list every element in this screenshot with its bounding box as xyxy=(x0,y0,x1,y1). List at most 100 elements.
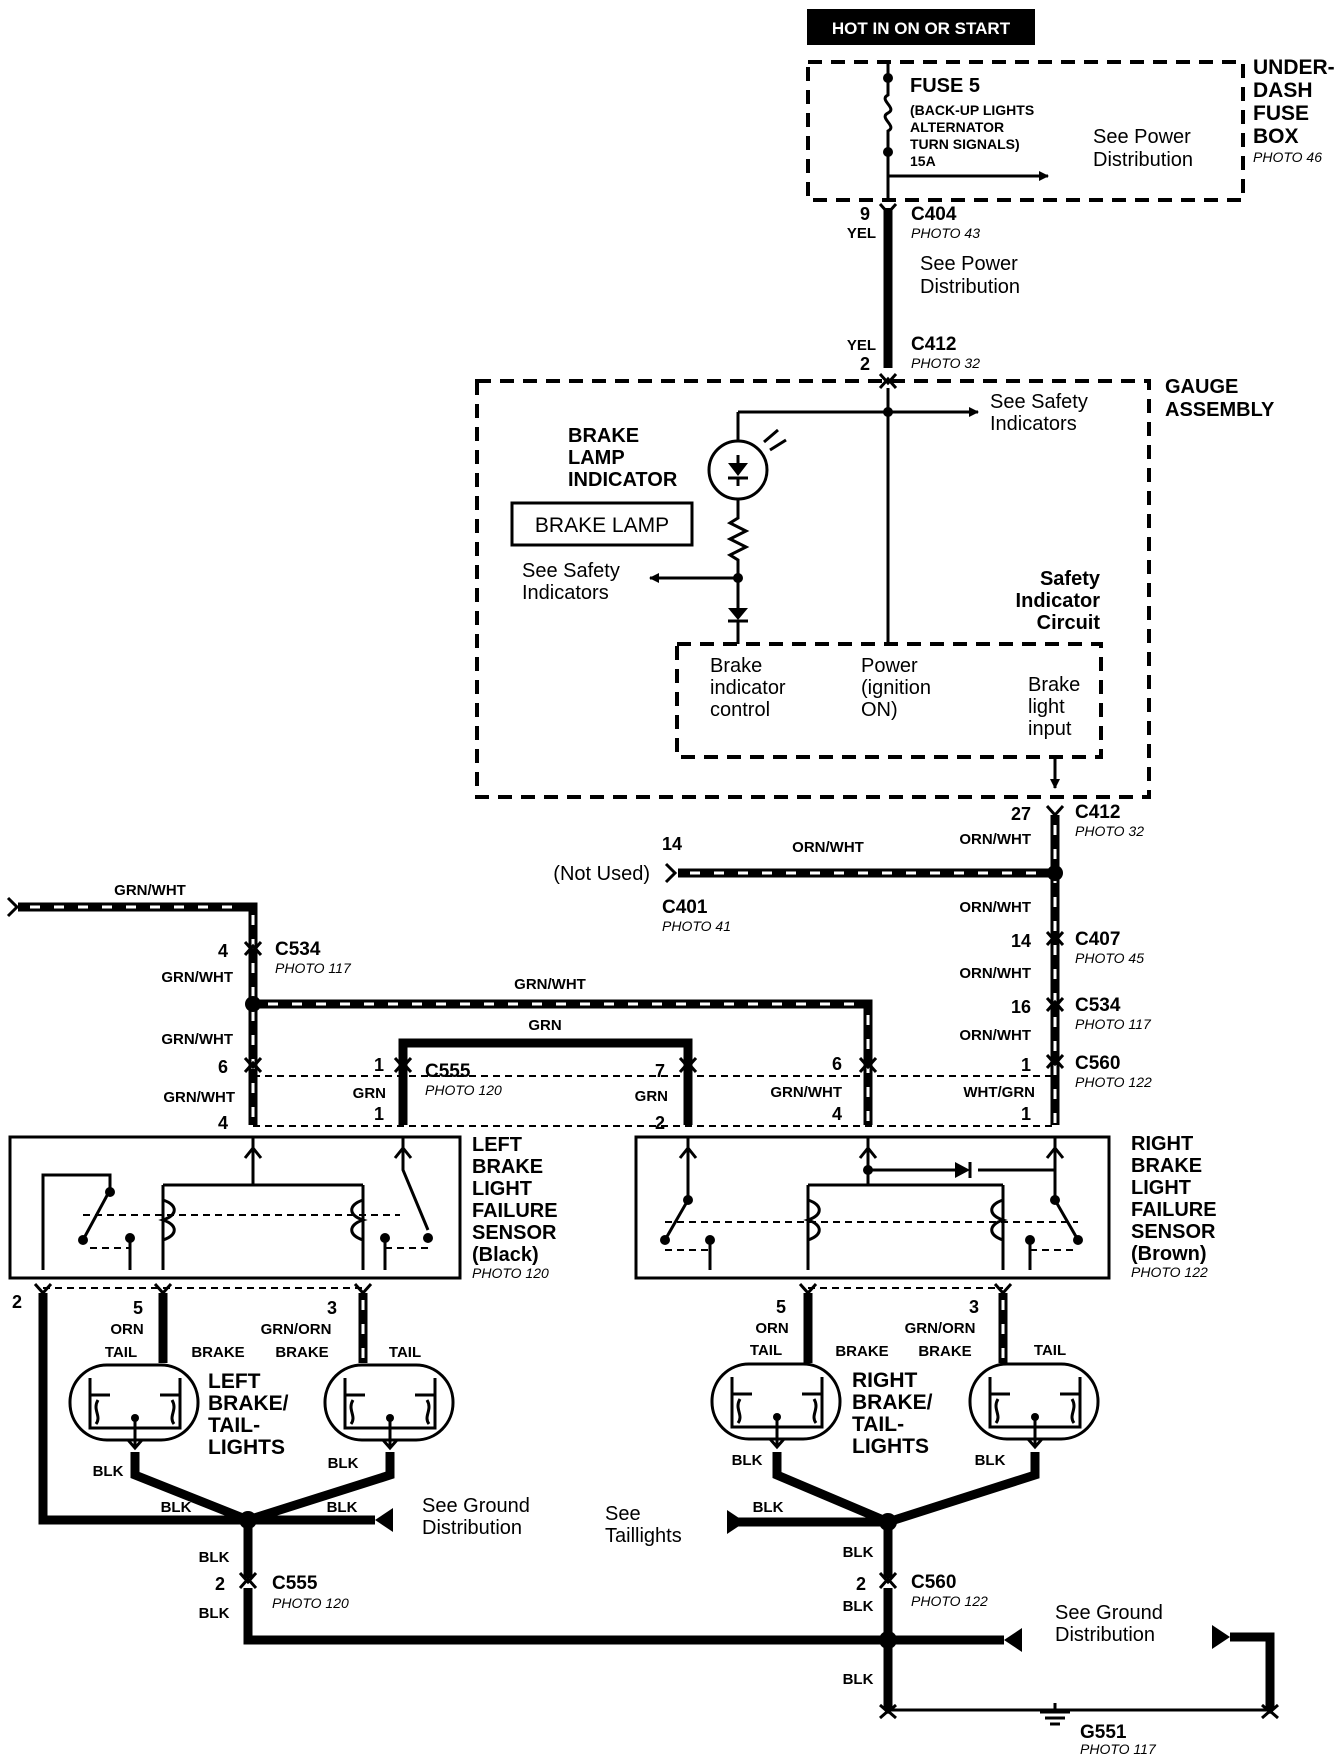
c401-photo: PHOTO 41 xyxy=(662,918,731,934)
c412-top-name: C412 xyxy=(911,334,956,355)
svg-text:See Safety: See Safety xyxy=(522,560,620,582)
c555-pin-1-top: 1 xyxy=(374,1055,384,1075)
right-orn-wire: ORN xyxy=(755,1320,788,1337)
svg-text:indicator: indicator xyxy=(710,677,786,699)
svg-text:Indicators: Indicators xyxy=(990,413,1077,435)
svg-text:See Ground: See Ground xyxy=(422,1495,530,1517)
left-pin-3: 3 xyxy=(327,1298,337,1318)
right-lamp-2-blk: BLK xyxy=(975,1452,1006,1469)
light-rays-icon xyxy=(763,428,787,452)
left-blk-wire-3: BLK xyxy=(199,1549,230,1566)
svg-text:TURN SIGNALS): TURN SIGNALS) xyxy=(910,136,1020,152)
crossover-grn-wht-wire: GRN/WHT xyxy=(514,976,586,993)
svg-text:ON): ON) xyxy=(861,699,898,721)
svg-text:LIGHT: LIGHT xyxy=(1131,1177,1191,1199)
left-pin-6: 6 xyxy=(218,1057,228,1077)
svg-text:LIGHTS: LIGHTS xyxy=(208,1436,285,1459)
left-grn-orn-wire: GRN/ORN xyxy=(261,1321,332,1338)
c555-name: C555 xyxy=(425,1061,471,1082)
right-pin-2: 2 xyxy=(655,1113,665,1133)
svg-text:Brake: Brake xyxy=(1028,674,1080,696)
svg-text:FUSE: FUSE xyxy=(1253,102,1309,125)
fuse-5-description: (BACK-UP LIGHTS ALTERNATOR TURN SIGNALS)… xyxy=(910,102,1034,169)
fuse-box-title: UNDER- DASH FUSE BOX xyxy=(1253,56,1335,148)
svg-text:Distribution: Distribution xyxy=(1093,149,1193,171)
right-brake-taillights-label: RIGHT BRAKE/ TAIL- LIGHTS xyxy=(852,1369,933,1458)
brake-lamp-label-box xyxy=(510,501,694,547)
c534-left-wire: GRN/WHT xyxy=(161,969,233,986)
c560-name: C560 xyxy=(1075,1053,1120,1074)
svg-text:RIGHT: RIGHT xyxy=(1131,1133,1193,1155)
svg-text:BRAKE/: BRAKE/ xyxy=(208,1392,289,1415)
svg-text:Taillights: Taillights xyxy=(605,1525,682,1547)
right-taillight-blk: BLK xyxy=(753,1499,784,1516)
svg-text:light: light xyxy=(1028,696,1065,718)
c555-photo: PHOTO 120 xyxy=(425,1082,502,1098)
svg-text:DASH: DASH xyxy=(1253,79,1313,102)
c412-bottom-wire: ORN/WHT xyxy=(959,831,1031,848)
left-pin-4: 4 xyxy=(218,1113,228,1133)
svg-text:SENSOR: SENSOR xyxy=(1131,1221,1216,1243)
fuse-5-icon xyxy=(883,62,893,200)
safety-indicator-circuit-title: Safety Indicator Circuit xyxy=(1016,568,1101,634)
svg-text:See: See xyxy=(605,1503,641,1525)
brake-lamp-label: BRAKE LAMP xyxy=(535,514,669,537)
c534-right-photo: PHOTO 117 xyxy=(1075,1016,1152,1032)
right-blk-wire: BLK xyxy=(843,1544,874,1561)
right-grn-wht-wire: GRN/WHT xyxy=(770,1084,842,1101)
c401-pin: 14 xyxy=(662,834,682,854)
svg-text:input: input xyxy=(1028,718,1072,740)
svg-text:BRAKE/: BRAKE/ xyxy=(852,1391,933,1414)
left-lamp-1-blk: BLK xyxy=(93,1463,124,1480)
c412-bottom-pin: 27 xyxy=(1011,804,1031,824)
c555-bottom-photo: PHOTO 120 xyxy=(272,1595,349,1611)
c560-bottom-blk: BLK xyxy=(843,1598,874,1615)
left-junction-wire: GRN/WHT xyxy=(161,1031,233,1048)
g551-photo: PHOTO 117 xyxy=(1080,1741,1157,1756)
right-pin-6: 6 xyxy=(832,1054,842,1074)
svg-text:(ignition: (ignition xyxy=(861,677,931,699)
power-ignition-label: Power (ignition ON) xyxy=(861,655,931,721)
right-brake-label-2: BRAKE xyxy=(918,1343,971,1360)
svg-text:TAIL-: TAIL- xyxy=(852,1413,904,1436)
c534-left-pin: 4 xyxy=(218,941,228,961)
see-power-distribution-mid: See Power Distribution xyxy=(920,253,1020,298)
svg-text:INDICATOR: INDICATOR xyxy=(568,469,678,491)
gauge-assembly-box xyxy=(475,379,1151,799)
c407-pin: 14 xyxy=(1011,931,1031,951)
left-lamp-2-icon xyxy=(323,1363,455,1451)
svg-text:LIGHT: LIGHT xyxy=(472,1178,532,1200)
svg-text:See Safety: See Safety xyxy=(990,391,1088,413)
c404-name: C404 xyxy=(911,204,957,225)
see-safety-indicators-right: See Safety Indicators xyxy=(990,391,1088,435)
svg-text:GAUGE: GAUGE xyxy=(1165,376,1238,398)
svg-text:See Power: See Power xyxy=(1093,126,1191,148)
svg-text:Distribution: Distribution xyxy=(422,1517,522,1539)
svg-text:Indicator: Indicator xyxy=(1016,590,1101,612)
see-power-distribution-top: See Power Distribution xyxy=(1093,126,1193,171)
c555-bottom-name: C555 xyxy=(272,1573,318,1594)
c407-name: C407 xyxy=(1075,929,1120,950)
brake-light-input-label: Brake light input xyxy=(1028,674,1080,740)
left-top-wire: GRN/WHT xyxy=(114,882,186,899)
svg-text:BRAKE: BRAKE xyxy=(1131,1155,1202,1177)
c555-bottom-pin: 2 xyxy=(215,1574,225,1594)
svg-text:LEFT: LEFT xyxy=(208,1370,261,1393)
right-lamp-1-icon xyxy=(710,1362,842,1450)
left-orn-wire: ORN xyxy=(110,1321,143,1338)
svg-text:(Brown): (Brown) xyxy=(1131,1243,1207,1265)
svg-text:RIGHT: RIGHT xyxy=(852,1369,918,1392)
brake-indicator-control-label: Brake indicator control xyxy=(710,655,786,721)
c555-c560-connector-row xyxy=(243,1057,878,1073)
svg-text:Power: Power xyxy=(861,655,918,677)
c560-wht-grn-wire: WHT/GRN xyxy=(963,1084,1035,1101)
c555-pin-1-bottom: 1 xyxy=(374,1104,384,1124)
left-blk-wire-2: BLK xyxy=(327,1499,358,1516)
svg-text:ALTERNATOR: ALTERNATOR xyxy=(910,119,1004,135)
c560-photo: PHOTO 122 xyxy=(1075,1074,1152,1090)
gauge-assembly-title: GAUGE ASSEMBLY xyxy=(1165,376,1275,421)
svg-text:Indicators: Indicators xyxy=(522,582,609,604)
svg-text:BOX: BOX xyxy=(1253,125,1299,148)
see-safety-indicators-left: See Safety Indicators xyxy=(522,560,620,604)
